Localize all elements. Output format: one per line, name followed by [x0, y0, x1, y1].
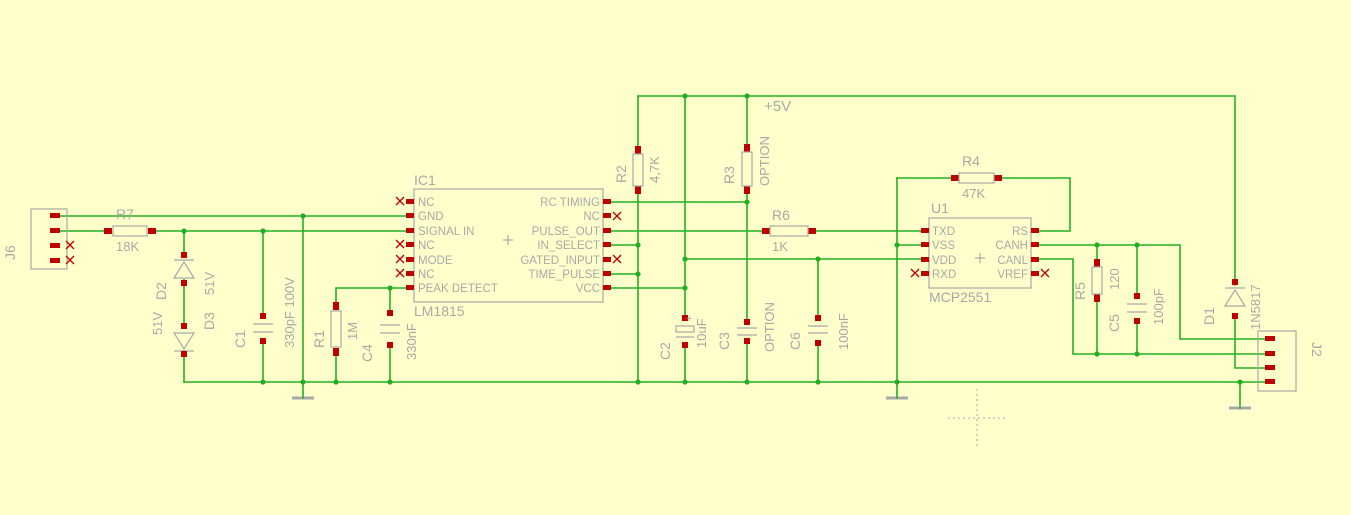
capacitor-c5[interactable]: C5 100pF — [1106, 288, 1166, 332]
ic1-pin-gated-input: GATED_INPUT — [520, 255, 600, 267]
d3-name: D3 — [201, 312, 217, 330]
r2-value: 4,7K — [647, 156, 662, 183]
r7-name: R7 — [116, 206, 134, 222]
origin-crosshair-icon — [948, 389, 1006, 447]
ic1-pin-rc-timing: RC TIMING — [540, 197, 600, 209]
wires — [59, 95, 1266, 399]
c1-value: 330pF 100V — [282, 277, 297, 348]
u1-pin-canl: CANL — [997, 255, 1028, 267]
ic1-lm1815[interactable]: IC1 LM1815 NC GND SIGNAL IN NC MODE NC P… — [395, 172, 622, 319]
ic1-pin-nc-4: NC — [583, 211, 600, 223]
c4-value: 330nF — [404, 323, 419, 360]
resistor-r2[interactable]: R2 4,7K — [613, 146, 662, 194]
ic1-name: IC1 — [414, 172, 436, 188]
vcc-rail-label: +5V — [764, 98, 791, 115]
c2-name: C2 — [657, 342, 673, 360]
d2-name: D2 — [153, 282, 169, 300]
capacitor-c4[interactable]: C4 330nF — [359, 310, 419, 362]
r7-value: 18K — [116, 239, 139, 254]
ic1-pin-time-pulse: TIME_PULSE — [528, 269, 600, 281]
ic1-value: LM1815 — [414, 303, 465, 319]
r5-name: R5 — [1072, 282, 1088, 300]
r1-name: R1 — [311, 330, 327, 348]
resistor-r6[interactable]: R6 1K — [762, 207, 816, 254]
u1-pin-vss: VSS — [932, 240, 955, 252]
ic1-pin-in-select: IN_SELECT — [537, 240, 600, 252]
connector-j6[interactable]: J6 — [2, 208, 75, 270]
capacitor-c3[interactable]: C3 OPTION — [716, 302, 777, 352]
c3-name: C3 — [716, 332, 732, 350]
resistor-r1[interactable]: R1 1M — [311, 302, 360, 356]
u1-pin-canh: CANH — [995, 240, 1028, 252]
u1-pin-vdd: VDD — [932, 255, 956, 267]
ic1-pin-nc-3: NC — [418, 269, 435, 281]
r5-value: 120 — [1107, 268, 1122, 290]
r1-value: 1M — [345, 322, 360, 340]
diode-d1[interactable]: D1 1N5817 — [1201, 279, 1263, 330]
u1-pin-txd: TXD — [932, 226, 955, 238]
ic1-pin-nc-1: NC — [418, 197, 435, 209]
junctions — [181, 93, 1243, 385]
resistor-r4[interactable]: R4 47K — [951, 153, 1002, 201]
svg-text:+: + — [686, 313, 692, 325]
r4-value: 47K — [962, 186, 985, 201]
r2-name: R2 — [613, 165, 629, 183]
ic1-pin-mode: MODE — [418, 255, 453, 267]
resistor-r7[interactable]: R7 18K — [104, 206, 156, 254]
d1-name: D1 — [1201, 307, 1217, 325]
c6-value: 100nF — [836, 313, 851, 350]
ic1-pin-signal-in: SIGNAL IN — [418, 226, 474, 238]
ic1-pin-vcc: VCC — [576, 283, 600, 295]
r3-value: OPTION — [757, 136, 772, 186]
ic1-pin-gnd: GND — [418, 211, 444, 223]
d1-value: 1N5817 — [1248, 284, 1263, 330]
c1-name: C1 — [232, 330, 248, 348]
r4-name: R4 — [962, 153, 980, 169]
c2-value: 10uF — [694, 318, 709, 348]
r6-name: R6 — [772, 207, 790, 223]
ic1-pin-peak-detect: PEAK DETECT — [418, 283, 498, 295]
u1-pin-vref: VREF — [997, 269, 1028, 281]
r3-name: R3 — [721, 166, 737, 184]
u1-value: MCP2551 — [929, 289, 991, 305]
connector-j2[interactable]: J2 — [1257, 330, 1325, 392]
resistor-r3[interactable]: R3 OPTION — [721, 136, 772, 194]
diode-d3[interactable]: 51V D3 — [150, 312, 217, 357]
ic1-pin-pulse-out: PULSE_OUT — [532, 226, 600, 238]
c3-value: OPTION — [762, 302, 777, 352]
d2-value: 51V — [202, 272, 217, 295]
u1-mcp2551[interactable]: U1 MCP2551 TXD VSS VDD RXD RS CANH CANL … — [910, 200, 1050, 305]
ground-symbols — [292, 381, 1251, 410]
u1-pin-rs: RS — [1012, 226, 1028, 238]
r6-value: 1K — [772, 239, 788, 254]
diode-d2[interactable]: D2 51V — [153, 252, 217, 300]
capacitor-c1[interactable]: C1 330pF 100V — [232, 277, 297, 348]
ic1-pin-nc-2: NC — [418, 240, 435, 252]
u1-name: U1 — [931, 200, 949, 216]
resistor-r5[interactable]: R5 120 — [1072, 259, 1122, 302]
c5-name: C5 — [1106, 314, 1122, 332]
j2-name: J2 — [1309, 342, 1325, 357]
c5-value: 100pF — [1151, 288, 1166, 325]
j6-name: J6 — [2, 245, 18, 260]
d3-value: 51V — [150, 312, 165, 335]
u1-pin-rxd: RXD — [932, 269, 956, 281]
capacitor-c2[interactable]: + C2 10uF — [657, 313, 709, 360]
c6-name: C6 — [787, 332, 803, 350]
c4-name: C4 — [359, 344, 375, 362]
capacitor-c6[interactable]: C6 100nF — [787, 313, 851, 350]
